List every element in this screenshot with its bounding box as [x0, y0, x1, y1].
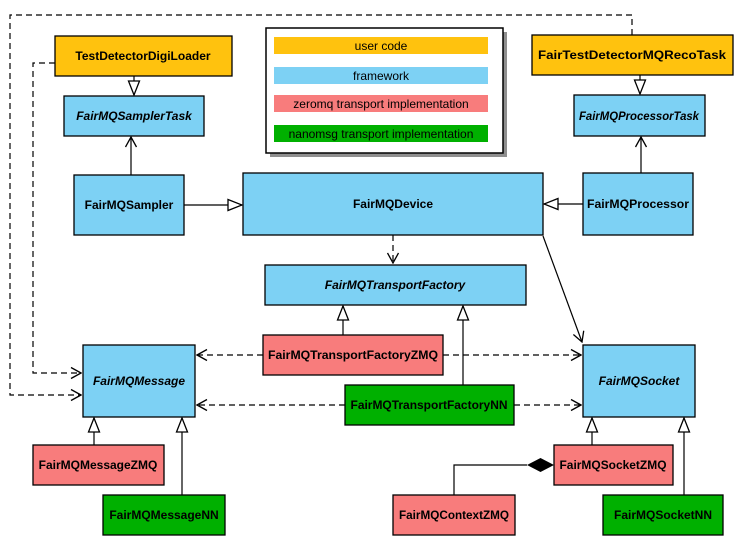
node-fairmqsamplertask: FairMQSamplerTask — [63, 95, 205, 137]
node-testdetectordigiloader: TestDetectorDigiLoader — [54, 35, 233, 77]
node-label: FairMQSocketZMQ — [560, 458, 667, 472]
edge-composition-socketzmq-contextzmq — [453, 464, 527, 495]
node-label: FairMQContextZMQ — [399, 508, 509, 522]
node-fairmqdevice: FairMQDevice — [242, 172, 544, 236]
node-label: FairMQSocketNN — [614, 508, 712, 522]
node-fairmqtransportfactoryzmq: FairMQTransportFactoryZMQ — [262, 334, 444, 376]
node-label: FairMQProcessorTask — [579, 109, 700, 123]
composition-diamond-icon — [527, 458, 554, 472]
legend-item-zeromq: zeromq transport implementation — [274, 95, 488, 112]
node-label: FairMQSocket — [599, 374, 681, 388]
node-label: FairMQTransportFactoryZMQ — [268, 348, 438, 362]
node-fairmqmessage: FairMQMessage — [82, 344, 196, 418]
node-fairmqmessagenn: FairMQMessageNN — [102, 494, 226, 536]
edge-dependency-recotask-message — [9, 14, 633, 395]
node-fairtestdetectormqrecotask: FairTestDetectorMQRecoTask — [531, 34, 734, 76]
node-fairmqsampler: FairMQSampler — [73, 174, 185, 236]
node-fairmqtransportfactory: FairMQTransportFactory — [264, 264, 527, 306]
node-fairmqsocketzmq: FairMQSocketZMQ — [553, 444, 674, 486]
edge-association-device-socket — [542, 235, 582, 342]
node-label: FairMQTransportFactory — [325, 278, 467, 292]
legend-item-user-code: user code — [274, 37, 488, 54]
node-fairmqprocessor: FairMQProcessor — [582, 172, 694, 236]
node-fairmqsocket: FairMQSocket — [582, 344, 696, 418]
node-label: FairMQDevice — [353, 197, 433, 211]
legend-item-framework: framework — [274, 67, 488, 84]
legend-swatch-framework — [274, 67, 488, 84]
legend-label-framework: framework — [353, 69, 410, 83]
edge-dependency-digiloader-message — [32, 62, 81, 373]
node-fairmqsocketnn: FairMQSocketNN — [602, 494, 724, 536]
node-label: FairTestDetectorMQRecoTask — [538, 48, 726, 62]
node-label: FairMQTransportFactoryNN — [351, 398, 508, 412]
node-label: TestDetectorDigiLoader — [75, 49, 210, 63]
node-label: FairMQSampler — [85, 198, 174, 212]
node-label: FairMQMessageZMQ — [39, 458, 158, 472]
legend-label-user-code: user code — [355, 39, 408, 53]
node-fairmqcontextzmq: FairMQContextZMQ — [392, 494, 516, 536]
node-label: FairMQMessage — [93, 374, 185, 388]
node-label: FairMQMessageNN — [109, 508, 218, 522]
node-fairmqprocessortask: FairMQProcessorTask — [573, 94, 706, 137]
legend: user code framework zeromq transport imp… — [265, 27, 507, 157]
legend-label-zeromq: zeromq transport implementation — [293, 97, 468, 111]
legend-label-nanomsg: nanomsg transport implementation — [289, 127, 474, 141]
node-fairmqmessagezmq: FairMQMessageZMQ — [32, 444, 165, 486]
legend-swatch-zeromq — [274, 95, 488, 112]
node-label: FairMQSamplerTask — [76, 109, 193, 123]
legend-swatch-nanomsg — [274, 125, 488, 142]
legend-item-nanomsg: nanomsg transport implementation — [274, 125, 488, 142]
node-label: FairMQProcessor — [587, 197, 689, 211]
node-fairmqtransportfactorynn: FairMQTransportFactoryNN — [344, 384, 515, 426]
legend-swatch-user-code — [274, 37, 488, 54]
